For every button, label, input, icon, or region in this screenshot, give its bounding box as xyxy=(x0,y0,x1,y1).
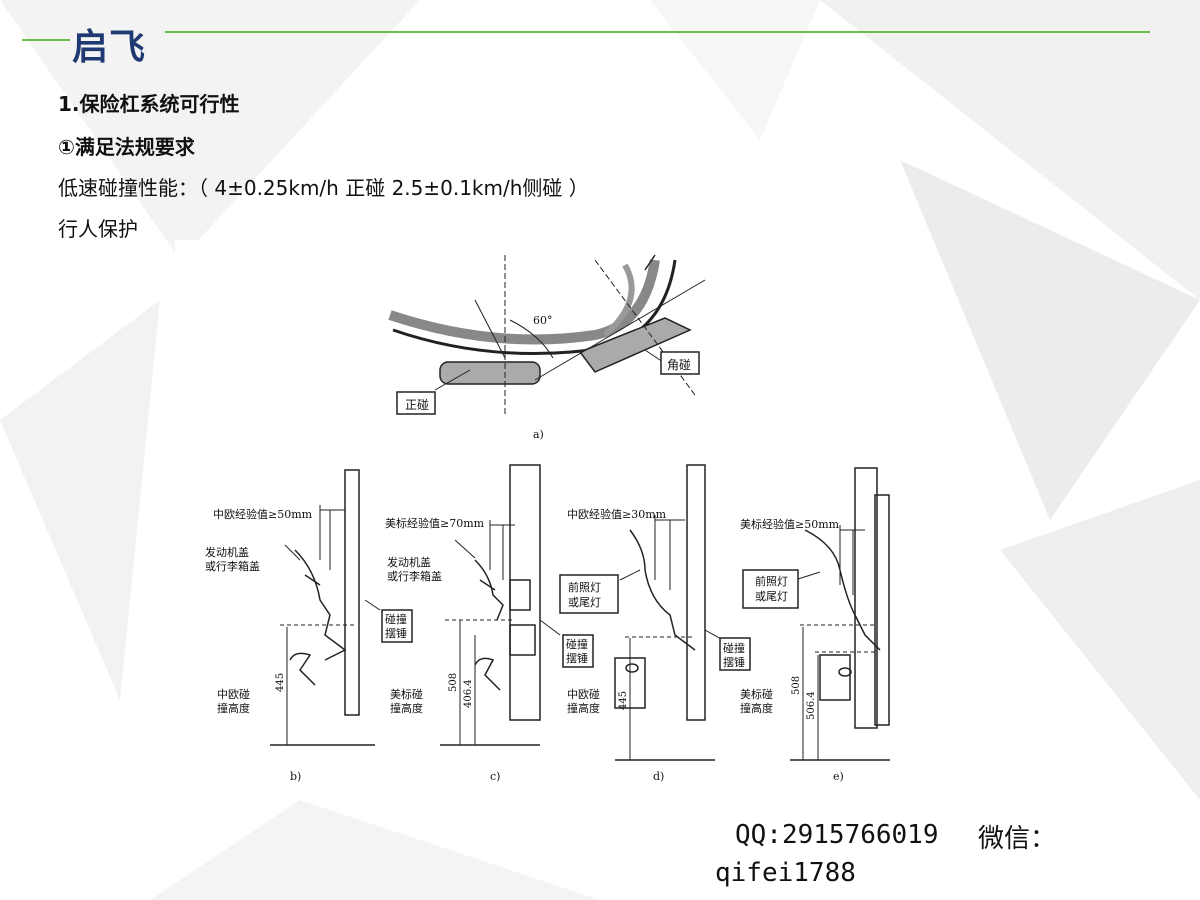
angle-label: 60° xyxy=(533,314,553,327)
d-pendulum-line1: 碰撞 xyxy=(723,641,745,655)
figure-e xyxy=(742,467,890,761)
figure-c xyxy=(440,464,594,746)
b-limit-label: 中欧经验值≥50mm xyxy=(213,507,313,521)
d-height-label2: 撞高度 xyxy=(567,701,600,715)
figure-d xyxy=(559,464,751,761)
figure-b xyxy=(270,469,413,746)
b-height-label1: 中欧碰 xyxy=(217,688,250,701)
bumper-diagram-svg: 60° 正碰 角碰 a) 中欧经验值≥50mm 发动机盖 或行李箱盖 碰撞 摆锤… xyxy=(205,254,890,783)
e-limit-label: 美标经验值≥50mm xyxy=(740,517,840,531)
b-hood-line1: 发动机盖 xyxy=(205,545,249,559)
footer-wechat-label: 微信： xyxy=(978,824,1057,854)
c-height-label1: 美标碰 xyxy=(390,687,423,701)
caption-e: e) xyxy=(833,770,844,783)
b-height-label2: 撞高度 xyxy=(217,701,250,715)
c-height-label2: 撞高度 xyxy=(390,701,423,715)
b-pendulum-line2: 摆锤 xyxy=(385,626,407,640)
e-height-label2: 撞高度 xyxy=(740,701,773,715)
caption-d: d) xyxy=(653,770,664,783)
pedestrian-line: 行人保护 xyxy=(58,217,138,241)
c-pendulum-line2: 摆锤 xyxy=(566,651,588,665)
c-height-value1: 508 xyxy=(448,673,459,692)
header-line-right xyxy=(165,31,1150,33)
bumper-diagram: 60° 正碰 角碰 a) 中欧经验值≥50mm 发动机盖 或行李箱盖 碰撞 摆锤… xyxy=(175,240,910,797)
footer-qq: QQ:2915766019 xyxy=(735,820,939,850)
c-pendulum-line1: 碰撞 xyxy=(566,637,588,651)
e-height-label1: 美标碰 xyxy=(740,687,773,701)
front-impact-label: 正碰 xyxy=(405,398,429,412)
d-pendulum-line2: 摆锤 xyxy=(723,655,745,669)
e-lamp-line1: 前照灯 xyxy=(755,574,788,588)
c-hood-line2: 或行李箱盖 xyxy=(387,569,442,583)
d-height-value: 445 xyxy=(618,691,629,710)
e-height-value2: 506.4 xyxy=(806,691,817,720)
d-height-label1: 中欧碰 xyxy=(567,688,600,701)
e-height-value1: 508 xyxy=(791,676,802,695)
b-hood-line2: 或行李箱盖 xyxy=(205,559,260,573)
header-line-left xyxy=(22,39,70,41)
corner-impact-label: 角碰 xyxy=(667,358,691,372)
low-speed-line: 低速碰撞性能：（ 4±0.25km/h 正碰 2.5±0.1km/h侧碰 ） xyxy=(58,176,589,200)
caption-c: c) xyxy=(490,770,500,783)
b-pendulum-line1: 碰撞 xyxy=(385,612,407,626)
c-limit-label: 美标经验值≥70mm xyxy=(385,516,485,530)
d-lamp-line1: 前照灯 xyxy=(568,580,601,594)
d-limit-label: 中欧经验值≥30mm xyxy=(567,507,667,521)
figure-a xyxy=(388,254,706,415)
brand-title: 启飞 xyxy=(72,27,147,68)
caption-b: b) xyxy=(290,770,301,783)
d-lamp-line2: 或尾灯 xyxy=(568,596,601,609)
b-height-value: 445 xyxy=(275,673,286,692)
c-height-value2: 406.4 xyxy=(463,679,474,708)
c-hood-line1: 发动机盖 xyxy=(387,555,431,569)
section-subheading: ①满足法规要求 xyxy=(58,135,195,159)
e-lamp-line2: 或尾灯 xyxy=(755,590,788,603)
caption-a: a) xyxy=(533,428,544,441)
section-heading: 1.保险杠系统可行性 xyxy=(58,92,240,116)
footer-wechat-id: qifei1788 xyxy=(715,858,856,888)
